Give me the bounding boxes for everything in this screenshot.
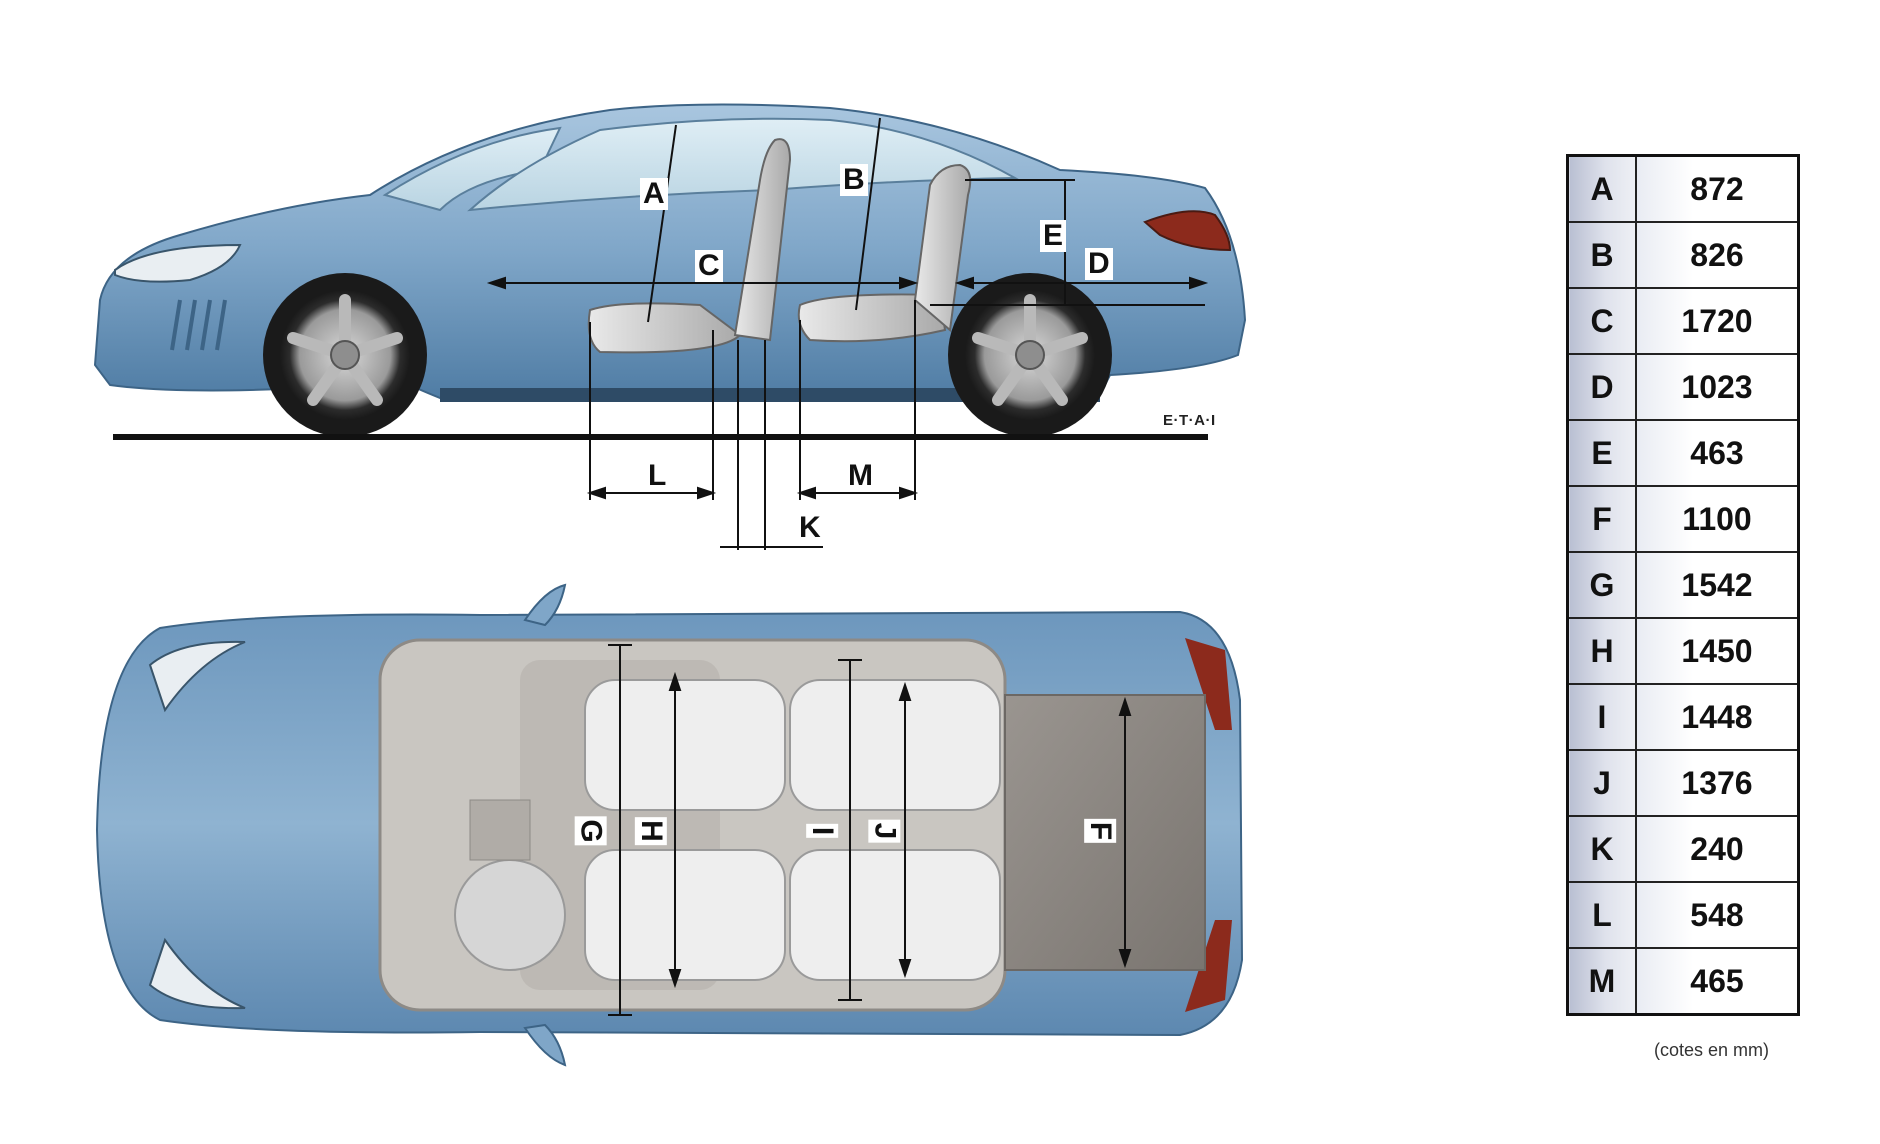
- windshield: [382, 126, 562, 212]
- side-window: [467, 117, 1019, 212]
- dim-value: 1450: [1635, 617, 1800, 685]
- dim-value: 1720: [1635, 287, 1800, 355]
- front-seat-left-top: [584, 679, 786, 811]
- taillight-right: [1185, 920, 1232, 1012]
- dim-label-c: C: [695, 250, 723, 282]
- rear-seat-back: [913, 163, 972, 332]
- dim-value: 1448: [1635, 683, 1800, 751]
- dim-key: H: [1566, 617, 1637, 685]
- dim-key: E: [1566, 419, 1637, 487]
- dim-value: 240: [1635, 815, 1800, 883]
- dim-label-l: L: [645, 460, 670, 492]
- dim-label-e: E: [1040, 220, 1067, 252]
- dim-value: 1023: [1635, 353, 1800, 421]
- front-seat-right-top: [584, 849, 786, 981]
- taillight: [1143, 210, 1232, 252]
- center-console: [469, 799, 531, 861]
- car-side-view: [93, 103, 1247, 550]
- ground-line: [113, 434, 1208, 440]
- dim-label-h: H: [634, 817, 668, 845]
- cabin-interior: [378, 638, 1007, 1012]
- steering-wheel: [454, 859, 566, 971]
- dim-label-a: A: [640, 178, 668, 210]
- dim-value: 465: [1635, 947, 1800, 1016]
- dim-value: 1100: [1635, 485, 1800, 553]
- headlight-right: [148, 937, 246, 1010]
- dim-label-i: I: [806, 823, 839, 839]
- dim-key: L: [1566, 881, 1637, 949]
- units-note: (cotes en mm): [1654, 1040, 1770, 1060]
- dim-label-k: K: [796, 512, 824, 544]
- dim-value: 548: [1635, 881, 1800, 949]
- dim-label-j: J: [868, 819, 901, 843]
- dim-label-f: F: [1084, 818, 1117, 844]
- rear-seat-right-top: [789, 849, 1001, 981]
- dim-key: G: [1566, 551, 1637, 619]
- dim-key: A: [1566, 154, 1637, 223]
- dim-key: F: [1566, 485, 1637, 553]
- dim-label-b: B: [840, 164, 868, 196]
- dim-key: C: [1566, 287, 1637, 355]
- front-seat-back: [733, 138, 792, 342]
- front-seat: [587, 302, 742, 354]
- dim-key: B: [1566, 221, 1637, 289]
- front-wheel: [263, 273, 427, 437]
- mirror-left: [523, 583, 567, 627]
- rear-seat: [797, 293, 947, 343]
- dim-label-d: D: [1085, 248, 1113, 280]
- dim-label-m: M: [845, 460, 876, 492]
- dim-label-g: G: [574, 816, 608, 846]
- dim-value: 826: [1635, 221, 1800, 289]
- dim-value: 463: [1635, 419, 1800, 487]
- headlight-left: [148, 640, 246, 713]
- dim-value: 1376: [1635, 749, 1800, 817]
- taillight-left: [1185, 638, 1232, 730]
- car-body-top: [95, 610, 1244, 1037]
- dim-value: 872: [1635, 154, 1800, 223]
- dim-value: 1542: [1635, 551, 1800, 619]
- rear-seat-left-top: [789, 679, 1001, 811]
- publisher-watermark: E·T·A·I: [1163, 412, 1216, 429]
- mirror-right: [523, 1023, 567, 1067]
- rear-wheel: [948, 273, 1112, 437]
- dim-key: M: [1566, 947, 1637, 1016]
- dim-key: I: [1566, 683, 1637, 751]
- dim-key: D: [1566, 353, 1637, 421]
- headlight: [114, 243, 242, 283]
- dim-key: J: [1566, 749, 1637, 817]
- dim-key: K: [1566, 815, 1637, 883]
